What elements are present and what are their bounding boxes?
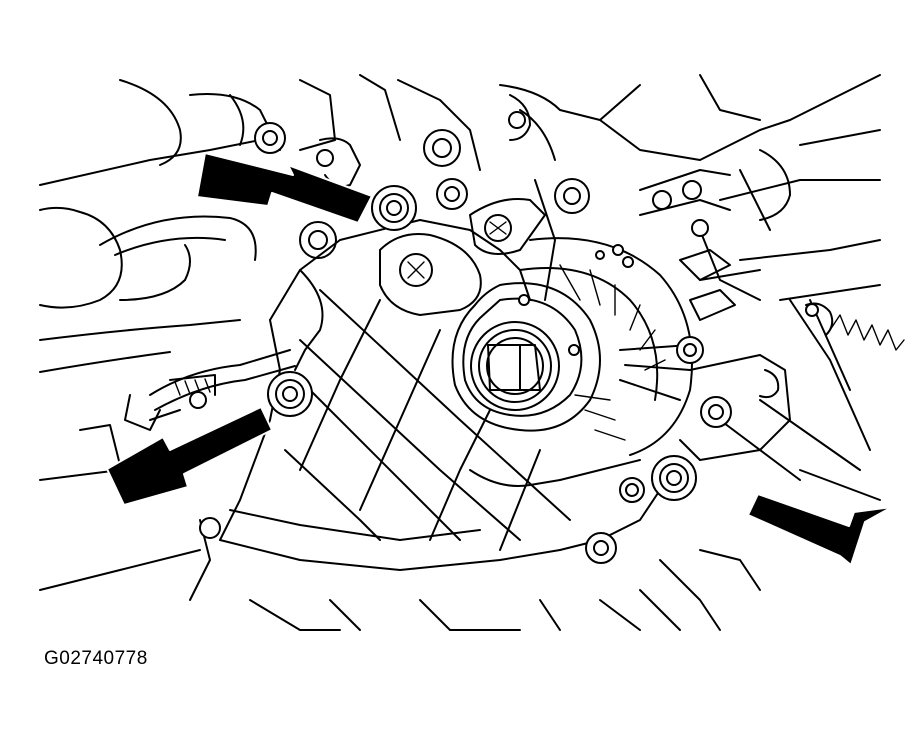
spring-linkage xyxy=(639,169,905,351)
arrow-right xyxy=(747,493,893,566)
bolt-left xyxy=(267,371,313,417)
left-cable xyxy=(124,349,296,431)
output-flange xyxy=(451,237,693,456)
lower-bolts xyxy=(199,477,645,564)
upper-brackets xyxy=(254,94,590,301)
arrow-top-left xyxy=(196,152,373,224)
right-bracket xyxy=(676,336,791,461)
indicated-bolts xyxy=(267,185,697,501)
bolt-lower-right xyxy=(651,455,697,501)
bolt-upper xyxy=(371,185,417,231)
transmission-case xyxy=(219,219,661,571)
background-structure xyxy=(39,74,881,631)
figure-code-label: G02740778 xyxy=(44,648,148,669)
callout-arrows xyxy=(106,152,893,566)
arrow-left xyxy=(106,406,273,506)
